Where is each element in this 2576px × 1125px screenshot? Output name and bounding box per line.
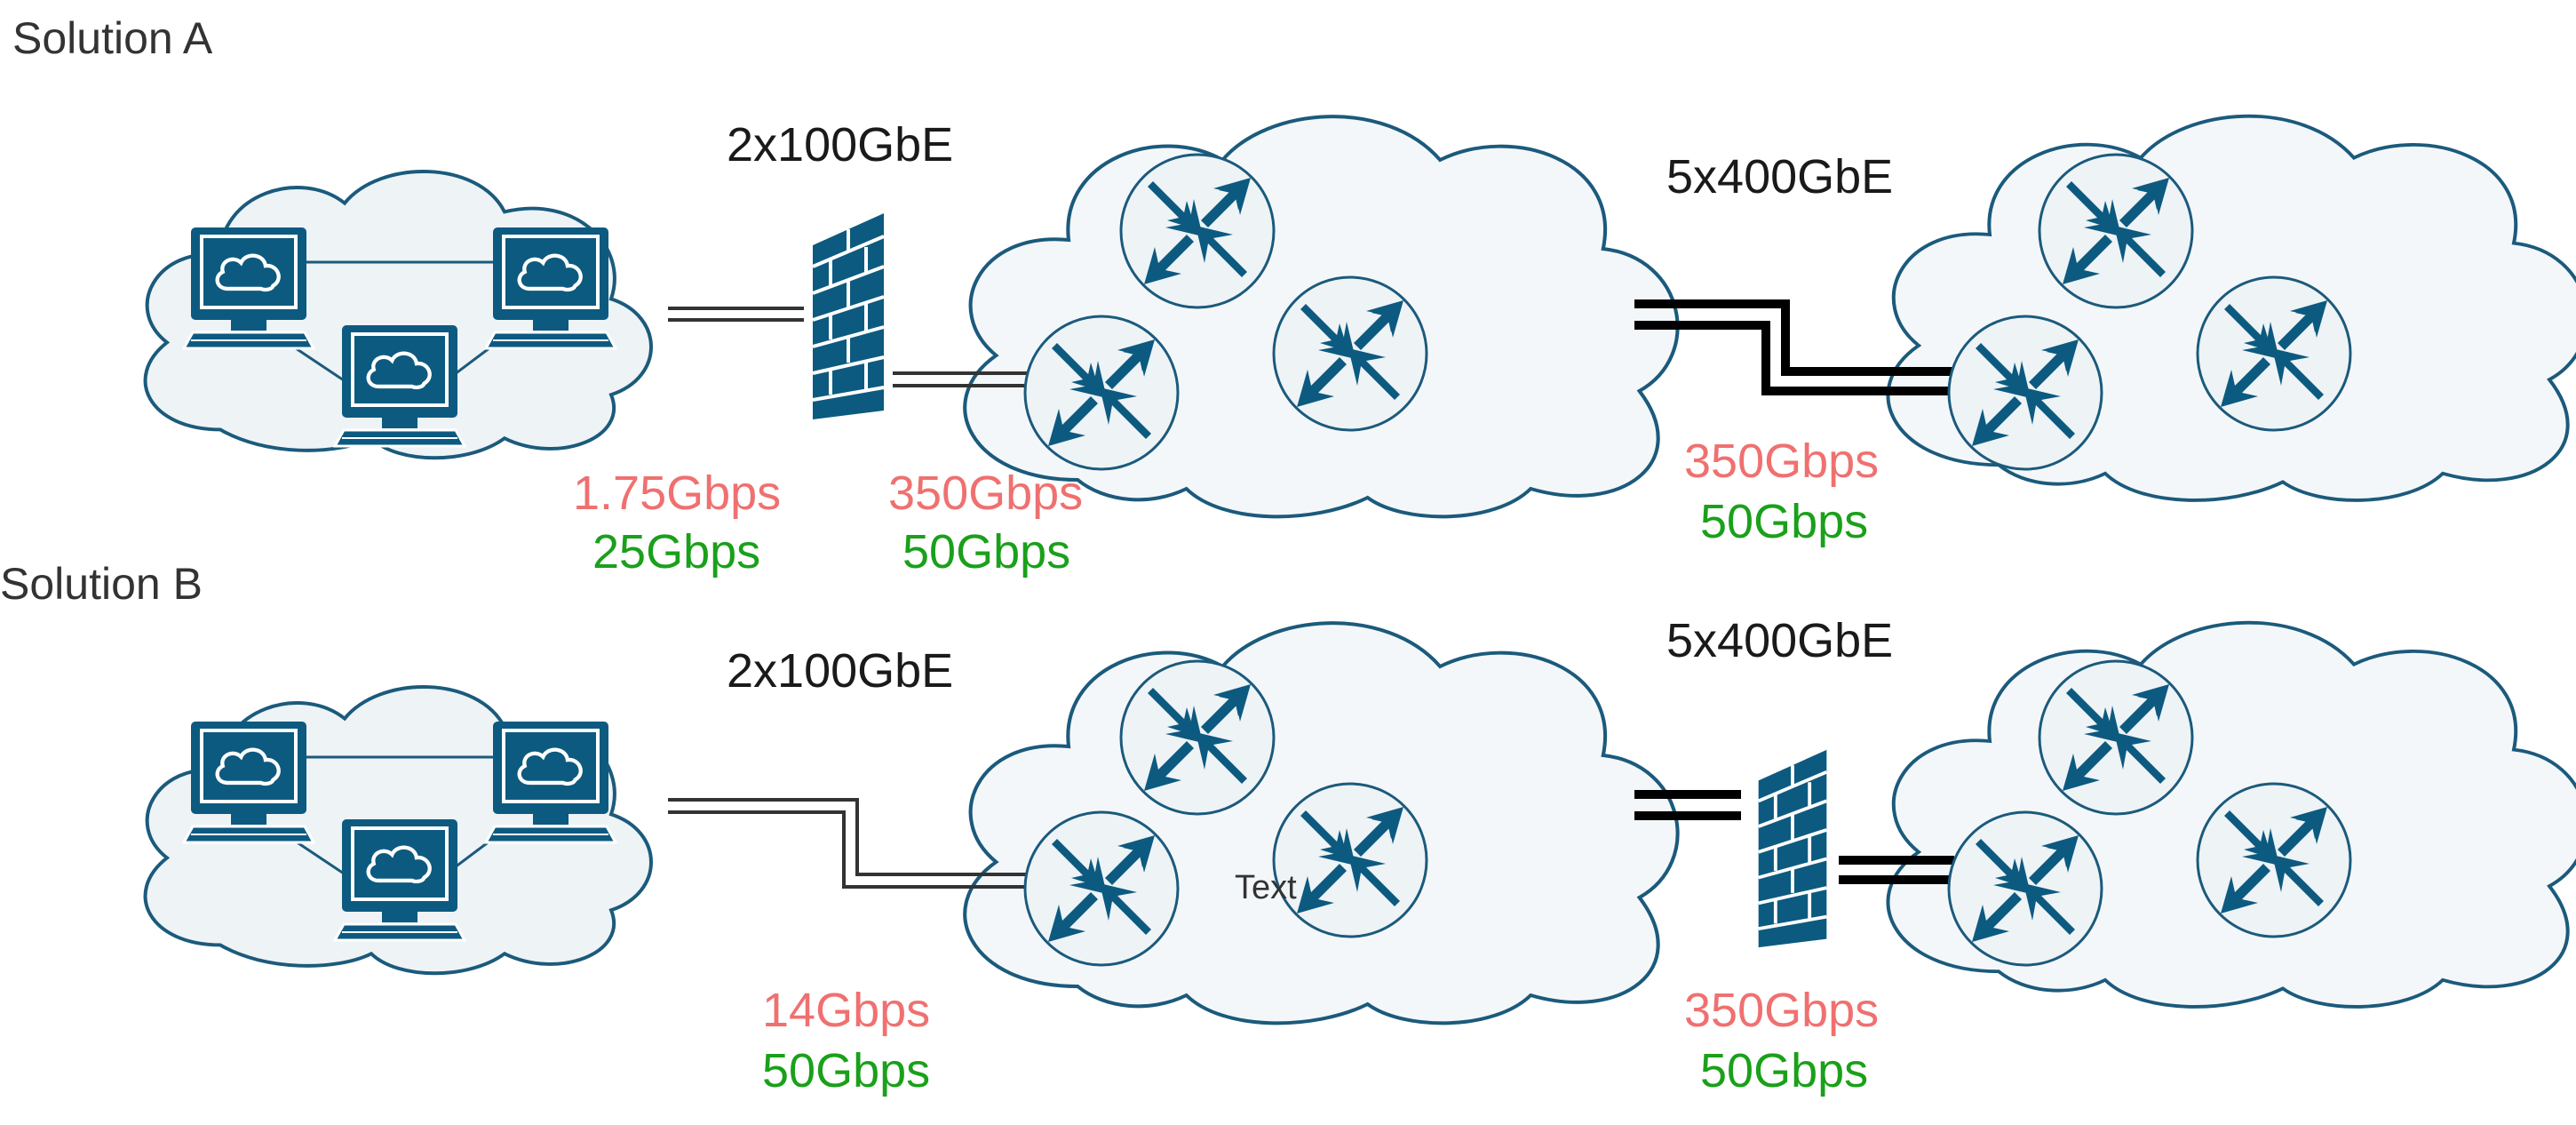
router-icon: [2196, 782, 2352, 938]
router-icon: [2038, 153, 2194, 309]
router-icon: [1272, 782, 1428, 938]
router-icon: [1119, 659, 1276, 816]
link-speed-label: 2x100GbE: [727, 118, 954, 172]
link-firewall-to-core: [893, 371, 1030, 387]
link-speed-label: 5x400GbE: [1666, 614, 1894, 667]
throughput-red-value: 14Gbps: [762, 984, 931, 1037]
router-icon: [1947, 810, 2103, 967]
link-core-to-firewall: [1634, 790, 1741, 820]
link-firewall-to-remote: [1839, 856, 1954, 884]
solution-a-diagram: [143, 114, 2576, 517]
throughput-green-value: 50Gbps: [902, 525, 1071, 578]
router-icon: [1023, 315, 1180, 471]
router-icon: [1947, 315, 2103, 471]
router-icon: [2038, 659, 2194, 816]
throughput-red-value: 1.75Gbps: [573, 467, 782, 520]
throughput-green-value: 50Gbps: [762, 1044, 931, 1097]
link-speed-label: 5x400GbE: [1666, 150, 1894, 203]
router-icon: [2196, 275, 2352, 432]
firewall-icon: [1759, 750, 1827, 947]
firewall-icon: [811, 211, 886, 421]
router-icon: [1119, 153, 1276, 309]
router-icon: [1272, 275, 1428, 432]
throughput-green-value: 25Gbps: [592, 525, 761, 578]
throughput-red-value: 350Gbps: [888, 467, 1084, 520]
stray-text-label: Text: [1235, 869, 1297, 906]
link-core-to-remote: [1634, 299, 1954, 395]
throughput-red-value: 350Gbps: [1684, 984, 1880, 1037]
link-lan-to-firewall: [668, 307, 804, 322]
throughput-red-value: 350Gbps: [1684, 435, 1880, 488]
solution-b-title: Solution B: [0, 559, 203, 609]
router-icon: [1023, 810, 1180, 967]
throughput-green-value: 50Gbps: [1700, 495, 1869, 548]
solution-a-title: Solution A: [12, 13, 213, 63]
throughput-green-value: 50Gbps: [1700, 1044, 1869, 1097]
solution-b-diagram: [143, 620, 2576, 1024]
link-speed-label: 2x100GbE: [727, 644, 954, 698]
link-lan-to-core: [668, 798, 1030, 889]
